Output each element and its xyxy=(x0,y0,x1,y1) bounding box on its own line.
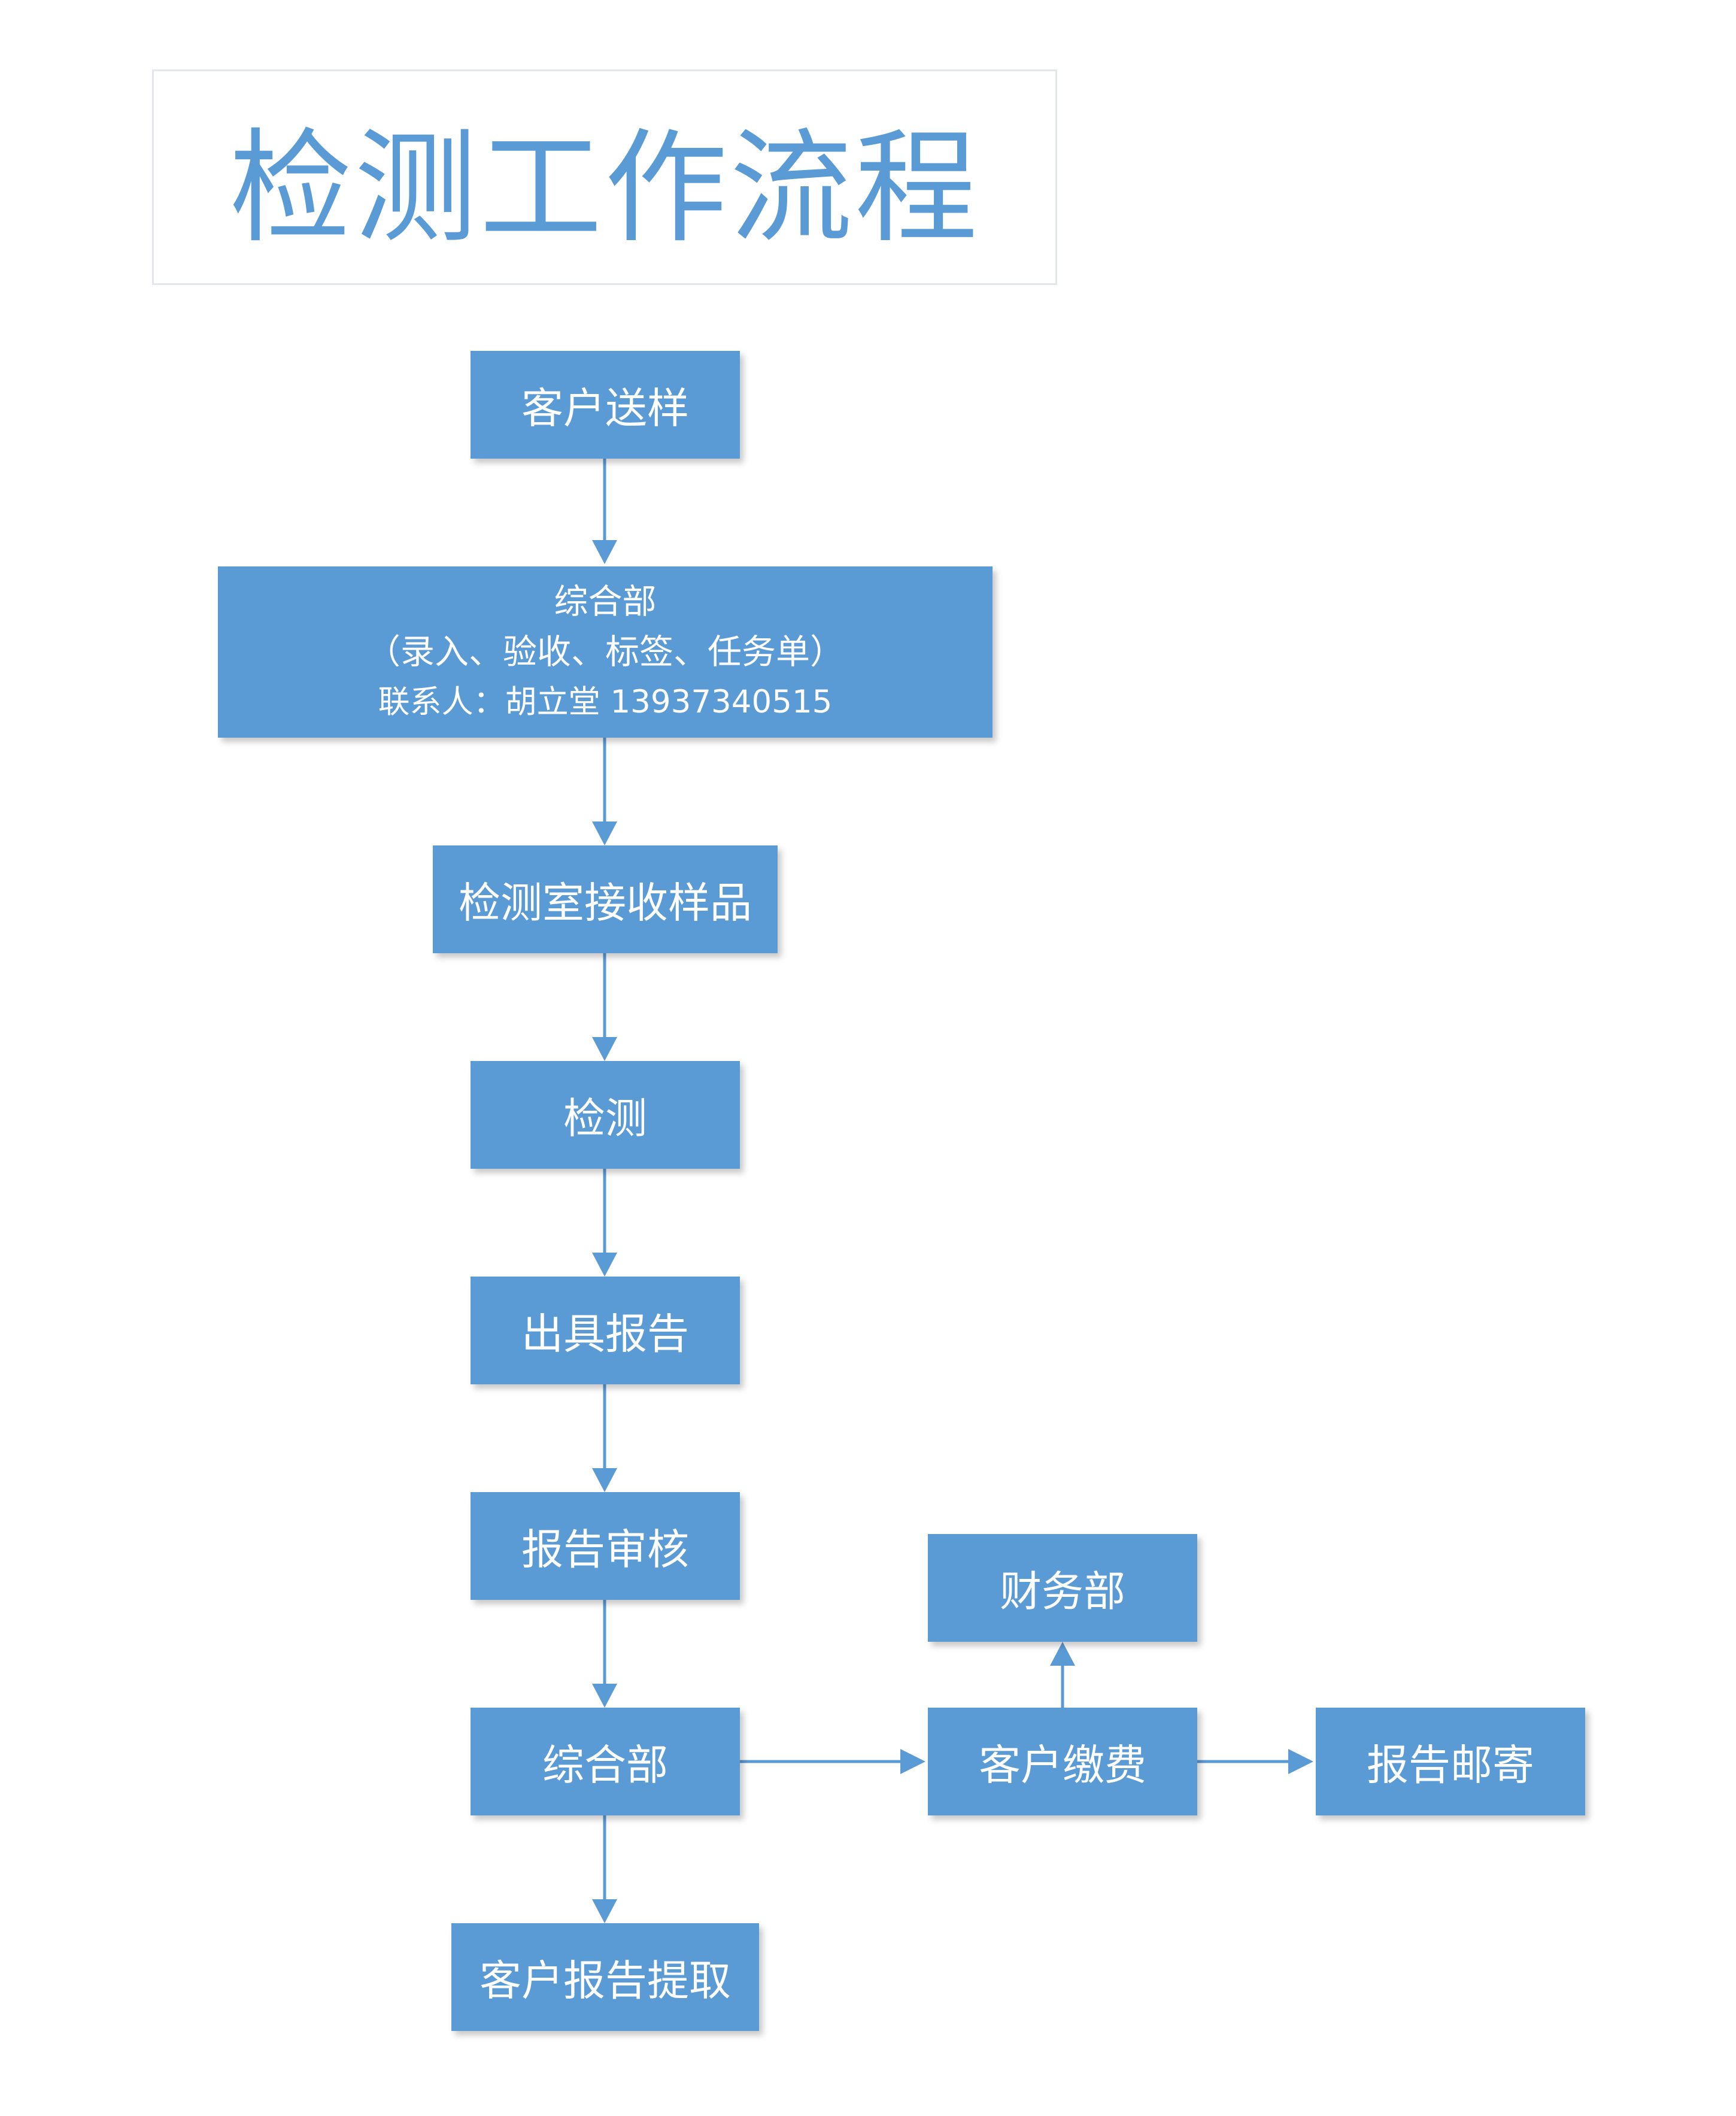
edge-payment-to-mail xyxy=(1197,1749,1313,1774)
node-customer-payment: 客户缴费 xyxy=(928,1708,1197,1815)
node-customer-send-sample: 客户送样 xyxy=(471,351,740,459)
node-finance-dept: 财务部 xyxy=(928,1534,1197,1642)
edge-send-to-general xyxy=(592,459,617,564)
node-label: 报告邮寄 xyxy=(1367,1740,1534,1790)
node-label: 综合部 xyxy=(542,1740,668,1790)
node-report-review: 报告审核 xyxy=(471,1492,740,1600)
node-issue-report: 出具报告 xyxy=(471,1277,740,1384)
edge-lab-to-testing xyxy=(592,953,617,1061)
edge-general2-to-payment xyxy=(740,1749,925,1774)
node-label: 客户报告提取 xyxy=(479,1956,731,2005)
node-customer-report-pickup: 客户报告提取 xyxy=(451,1923,759,2031)
edge-payment-to-finance xyxy=(1050,1642,1075,1708)
node-tasks: （录入、验收、标签、任务单） xyxy=(366,632,844,672)
node-label: 检测室接收样品 xyxy=(459,878,752,927)
node-testing: 检测 xyxy=(471,1061,740,1169)
edge-general2-to-pickup xyxy=(592,1815,617,1923)
edge-general-to-lab xyxy=(592,738,617,845)
edge-issue-to-review xyxy=(592,1384,617,1492)
node-label: 检测 xyxy=(563,1093,647,1143)
edge-review-to-general2 xyxy=(592,1600,617,1708)
node-report-mail: 报告邮寄 xyxy=(1316,1708,1585,1815)
edge-testing-to-issue-report xyxy=(592,1169,617,1277)
node-label: 出具报告 xyxy=(521,1309,689,1359)
node-label: 报告审核 xyxy=(521,1524,689,1574)
diagram-title: 检测工作流程 xyxy=(229,117,980,260)
node-contact: 联系人：胡立堂 13937340515 xyxy=(378,684,833,720)
node-general-dept-intake: 综合部 （录入、验收、标签、任务单） 联系人：胡立堂 13937340515 xyxy=(218,566,993,738)
title-frame: 检测工作流程 xyxy=(152,69,1057,285)
node-general-dept-billing: 综合部 xyxy=(471,1708,740,1815)
node-label: 客户送样 xyxy=(521,383,689,433)
node-lab-receive-sample: 检测室接收样品 xyxy=(433,845,778,953)
node-label: 财务部 xyxy=(1000,1566,1125,1616)
node-label: 客户缴费 xyxy=(979,1740,1146,1790)
node-label: 综合部 xyxy=(554,582,657,622)
